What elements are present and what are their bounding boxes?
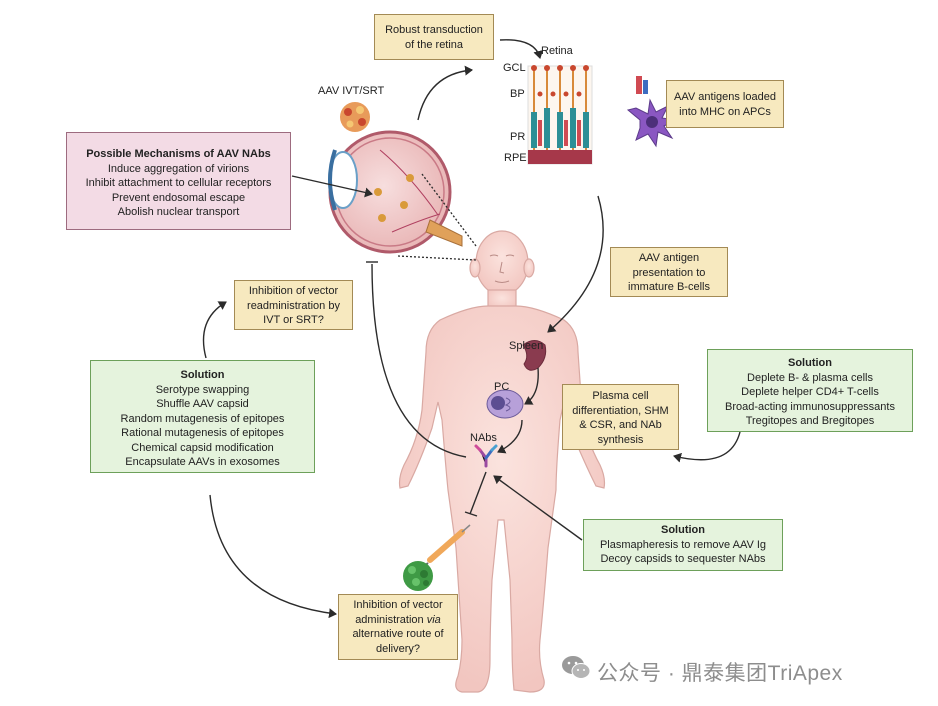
bcell-presentation-box: AAV antigen presentation to immature B-c… xyxy=(610,247,728,297)
aav-virion xyxy=(340,102,370,132)
watermark-text: 公众号 · 鼎泰集团TriApex xyxy=(597,662,843,685)
pr-label: PR xyxy=(510,131,526,143)
solution-bottom-box: Solution Plasmapheresis to remove AAV Ig… xyxy=(583,519,783,571)
green-virion xyxy=(403,561,433,591)
mechanisms-title: Possible Mechanisms of AAV NAbs xyxy=(86,148,271,160)
mechanisms-box: Possible Mechanisms of AAV NAbs Induce a… xyxy=(66,132,291,230)
nabs-label: NAbs xyxy=(470,432,497,444)
wechat-icon xyxy=(562,656,591,679)
retina-layers xyxy=(527,65,593,165)
face xyxy=(489,254,515,283)
eye-illustration xyxy=(328,130,463,254)
bp-label: BP xyxy=(510,88,525,100)
antibody-icon xyxy=(474,444,498,468)
mhc-apc-box: AAV antigens loaded into MHC on APCs xyxy=(666,80,784,128)
robust-transduction-box: Robust transduction of the retina xyxy=(374,14,494,60)
solution-bottom-title: Solution xyxy=(661,524,705,536)
aav-route-label: AAV IVT/SRT xyxy=(318,85,385,97)
plasma-cell xyxy=(486,389,524,419)
plasma-differentiation-box: Plasma cell differentiation, SHM & CSR, … xyxy=(562,384,679,450)
retina-label: Retina xyxy=(541,45,573,57)
readministration-box: Inhibition of vector readministration by… xyxy=(234,280,353,330)
solution-right-title: Solution xyxy=(788,357,832,369)
gcl-label: GCL xyxy=(503,62,526,74)
spleen-label: Spleen xyxy=(509,340,544,352)
pc-label: PC xyxy=(494,381,510,393)
alternative-route-box: Inhibition of vector administration via … xyxy=(338,594,458,660)
solution-right-box: Solution Deplete B- & plasma cells Deple… xyxy=(707,349,913,432)
solution-left-box: Solution Serotype swapping Shuffle AAV c… xyxy=(90,360,315,473)
rpe-label: RPE xyxy=(504,152,527,164)
solution-left-title: Solution xyxy=(180,369,225,381)
